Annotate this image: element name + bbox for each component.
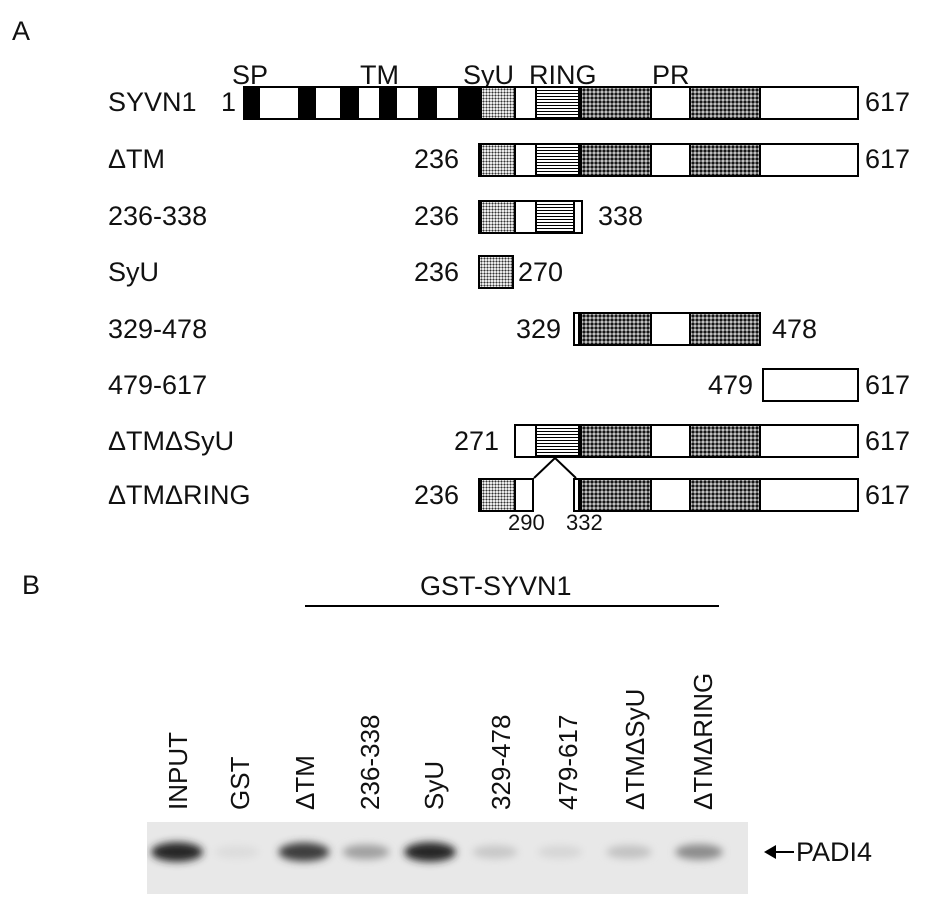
construct-start-dtm: 236 bbox=[414, 144, 460, 174]
domain-edge-line bbox=[578, 314, 580, 344]
domain-block-syu bbox=[480, 145, 516, 175]
arrow-left-icon bbox=[764, 845, 794, 859]
domain-block-tm bbox=[298, 88, 316, 118]
domain-block-tm bbox=[379, 88, 397, 118]
domain-block-syu bbox=[480, 202, 516, 232]
construct-start-479-617: 479 bbox=[708, 370, 754, 400]
construct-bar-dtm-dsyu bbox=[514, 424, 859, 458]
construct-bar-dtm-dring-left bbox=[478, 478, 534, 512]
panel-b-label: B bbox=[22, 570, 41, 600]
band-329-478 bbox=[472, 845, 518, 859]
construct-bar-236-338 bbox=[478, 200, 583, 234]
lane-label-329-478: 329-478 bbox=[486, 714, 516, 810]
domain-block-ring bbox=[535, 145, 580, 175]
construct-end-dtm-dring: 617 bbox=[865, 480, 911, 510]
lane-label-dtm: ΔTM bbox=[290, 755, 320, 810]
deletion-gap-connector bbox=[533, 456, 577, 479]
lane-label-dtm-dsyu: ΔTMΔSyU bbox=[620, 688, 650, 810]
domain-label-sp: SP bbox=[232, 60, 269, 90]
domain-label-ring: RING bbox=[529, 60, 597, 90]
domain-block-pr bbox=[580, 480, 652, 510]
construct-bar-329-478 bbox=[573, 312, 761, 346]
construct-name-dtm-dsyu: ΔTMΔSyU bbox=[108, 426, 235, 456]
construct-bar-syvn1 bbox=[243, 86, 859, 120]
band-236-338 bbox=[342, 844, 390, 860]
blot-bands bbox=[151, 842, 723, 862]
construct-start-dtm-dring: 236 bbox=[414, 480, 460, 510]
domain-block-tm bbox=[340, 88, 359, 118]
construct-bar-479-617 bbox=[762, 368, 859, 402]
construct-end-329-478: 478 bbox=[772, 314, 818, 344]
domain-block-pr bbox=[689, 145, 761, 175]
domain-edge-line bbox=[578, 480, 580, 510]
construct-end-dtm: 617 bbox=[865, 144, 911, 174]
domain-block-pr bbox=[689, 314, 761, 344]
construct-name-479-617: 479-617 bbox=[108, 370, 208, 400]
domain-block-pr bbox=[689, 426, 761, 456]
construct-start-syvn1: 1 bbox=[221, 87, 237, 117]
construct-start-329-478: 329 bbox=[516, 314, 562, 344]
construct-name-syu: SyU bbox=[108, 257, 160, 287]
band-input bbox=[151, 842, 203, 862]
construct-end-syu: 270 bbox=[518, 257, 564, 287]
lane-label-syu: SyU bbox=[419, 760, 449, 810]
construct-name-236-338: 236-338 bbox=[108, 201, 208, 231]
domain-block-tm bbox=[418, 88, 437, 118]
band-gst bbox=[214, 845, 260, 859]
domain-block-pr bbox=[689, 480, 761, 510]
band-label-padi4: PADI4 bbox=[796, 837, 873, 867]
domain-block-sp bbox=[245, 88, 260, 118]
domain-label-syu: SyU bbox=[463, 60, 515, 90]
domain-block-pr bbox=[580, 145, 652, 175]
band-syu bbox=[404, 842, 456, 862]
construct-bar-dtm bbox=[478, 143, 859, 177]
construct-end-236-338: 338 bbox=[598, 201, 644, 231]
lane-label-gst: GST bbox=[225, 756, 255, 810]
construct-bar-syu bbox=[478, 255, 514, 289]
lane-label-input: INPUT bbox=[163, 732, 193, 810]
group-label: GST-SYVN1 bbox=[420, 571, 572, 601]
construct-start-syu: 236 bbox=[414, 257, 460, 287]
band-δtmδring bbox=[675, 844, 723, 860]
band-479-617 bbox=[537, 845, 583, 859]
construct-start-236-338: 236 bbox=[414, 201, 460, 231]
domain-block-ring bbox=[535, 426, 580, 456]
gap-end-label: 332 bbox=[566, 510, 603, 535]
domain-block-pr bbox=[580, 88, 652, 118]
construct-bar-dtm-dring-right bbox=[573, 478, 859, 512]
domain-block-tm bbox=[458, 88, 480, 118]
domain-label-pr: PR bbox=[652, 60, 690, 90]
domain-block-pr bbox=[580, 314, 652, 344]
construct-name-syvn1: SYVN1 bbox=[108, 87, 197, 117]
domain-block-ring bbox=[535, 88, 580, 118]
band-δtmδsyu bbox=[606, 845, 652, 859]
domain-label-tm: TM bbox=[360, 60, 399, 90]
western-blot bbox=[147, 822, 748, 894]
construct-start-dtm-dsyu: 271 bbox=[454, 426, 500, 456]
domain-block-syu bbox=[480, 88, 516, 118]
group-underline bbox=[305, 605, 719, 607]
construct-name-dtm: ΔTM bbox=[108, 144, 166, 174]
domain-block-pr bbox=[689, 88, 761, 118]
construct-end-syvn1: 617 bbox=[865, 87, 911, 117]
gap-start-label: 290 bbox=[508, 510, 545, 535]
domain-block-ring bbox=[535, 202, 575, 232]
domain-block-pr bbox=[580, 426, 652, 456]
domain-block-syu bbox=[480, 480, 516, 510]
lane-label-236-338: 236-338 bbox=[355, 714, 385, 810]
construct-name-dtm-dring: ΔTMΔRING bbox=[108, 480, 251, 510]
lane-label-dtm-dring: ΔTMΔRING bbox=[688, 672, 718, 810]
lane-label-479-617: 479-617 bbox=[553, 714, 583, 810]
construct-end-dtm-dsyu: 617 bbox=[865, 426, 911, 456]
construct-name-329-478: 329-478 bbox=[108, 314, 208, 344]
band-δtm bbox=[278, 842, 330, 862]
construct-end-479-617: 617 bbox=[865, 370, 911, 400]
panel-a-label: A bbox=[12, 16, 31, 46]
